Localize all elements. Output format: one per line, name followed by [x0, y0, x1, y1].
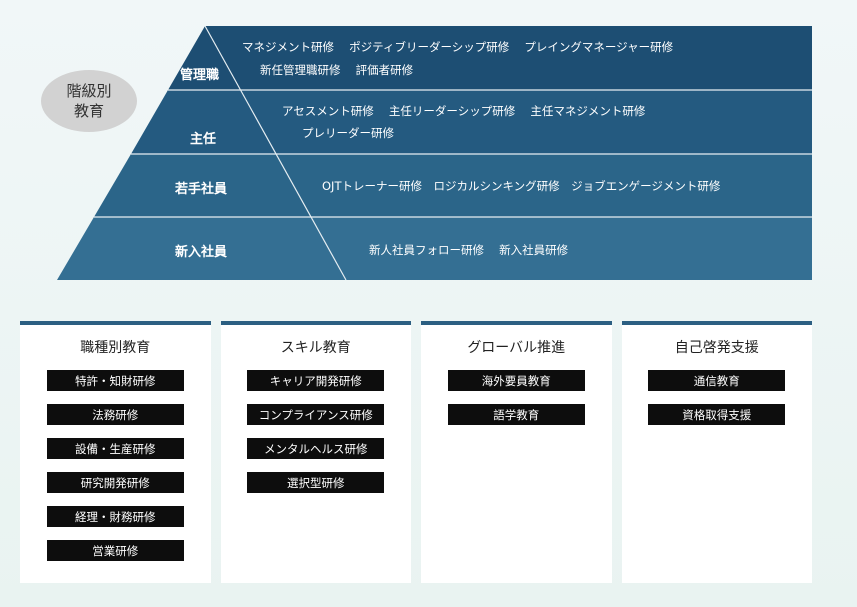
- grade-education-badge: 階級別 教育: [41, 70, 137, 132]
- course-tag: 設備・生産研修: [46, 438, 184, 459]
- course-tag: コンプライアンス研修: [247, 404, 385, 425]
- course-tag: 研究開発研修: [46, 472, 184, 493]
- tier-title-young: 若手社員: [175, 182, 228, 197]
- card-title: 職種別教育: [80, 340, 151, 356]
- card-title: グローバル推進: [467, 340, 566, 356]
- tier-band-young: [94, 154, 812, 217]
- course-tag: 通信教育: [648, 370, 786, 391]
- course-tag: メンタルヘルス研修: [247, 438, 385, 459]
- course-tag: 資格取得支援: [648, 404, 786, 425]
- card-skill-education: スキル教育 キャリア開発研修 コンプライアンス研修 メンタルヘルス研修 選択型研…: [220, 321, 411, 583]
- career-pyramid: 階級別 教育 管理職 マネジメント研修 ポジティブリーダーシップ研修 プレイング…: [0, 0, 857, 300]
- tier-band-new: [57, 217, 812, 280]
- tier-courses-young: OJTトレーナー研修 ロジカルシンキング研修 ジョブエンゲージメント研修: [322, 179, 721, 193]
- course-tag: 法務研修: [46, 404, 184, 425]
- card-global-promotion: グローバル推進 海外要員教育 語学教育: [421, 321, 612, 583]
- course-tag: 特許・知財研修: [46, 370, 184, 391]
- tier-title-new: 新入社員: [175, 245, 228, 260]
- education-categories: 職種別教育 特許・知財研修 法務研修 設備・生産研修 研究開発研修 経理・財務研…: [20, 321, 812, 583]
- badge-line-2: 教育: [73, 102, 104, 120]
- card-self-development-support: 自己啓発支援 通信教育 資格取得支援: [621, 321, 812, 583]
- tier-courses-chief-2: プレリーダー研修: [302, 126, 394, 140]
- course-tag: 語学教育: [447, 404, 585, 425]
- tier-title-chief: 主任: [190, 132, 217, 147]
- tier-courses-new: 新人社員フォロー研修 新入社員研修: [369, 243, 569, 257]
- tier-courses-management-2: 新任管理職研修 評価者研修: [260, 63, 414, 77]
- tier-band-chief: [131, 90, 812, 154]
- course-tag: 経理・財務研修: [46, 506, 184, 527]
- badge-line-1: 階級別: [66, 82, 112, 100]
- pyramid-shape: [57, 25, 812, 281]
- course-tag: 営業研修: [46, 540, 184, 561]
- card-title: スキル教育: [280, 340, 351, 356]
- card-job-type-education: 職種別教育 特許・知財研修 法務研修 設備・生産研修 研究開発研修 経理・財務研…: [20, 321, 211, 583]
- card-title: 自己啓発支援: [674, 340, 759, 356]
- pyramid-divider: [204, 25, 347, 281]
- tier-band-management: [168, 26, 812, 90]
- tier-courses-management-1: マネジメント研修 ポジティブリーダーシップ研修 プレイングマネージャー研修: [242, 40, 674, 54]
- tier-title-management: 管理職: [180, 68, 220, 83]
- tier-courses-chief-1: アセスメント研修 主任リーダーシップ研修 主任マネジメント研修: [282, 104, 646, 118]
- course-tag: 海外要員教育: [447, 370, 585, 391]
- course-tag: 選択型研修: [247, 472, 385, 493]
- course-tag: キャリア開発研修: [247, 370, 385, 391]
